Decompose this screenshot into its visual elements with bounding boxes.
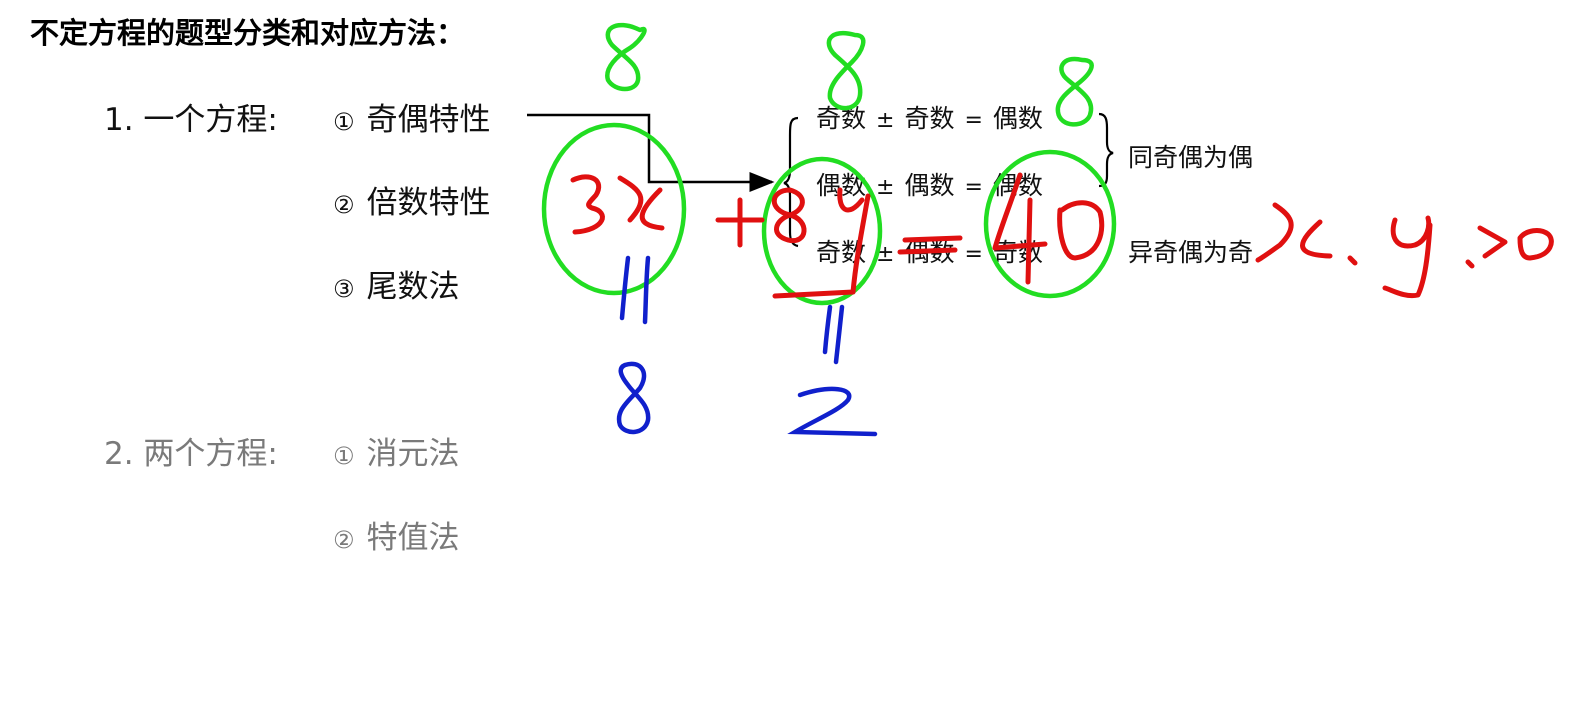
blue-eight [616, 361, 651, 435]
circled-number: ② [333, 191, 355, 219]
green-eight-1 [605, 22, 647, 92]
method-parity: ① 奇偶特性 [333, 94, 491, 139]
red-equation [570, 172, 1554, 299]
method-multiple: ② 倍数特性 [333, 177, 491, 222]
circle-around-3x [541, 122, 687, 296]
operator: ± [876, 175, 895, 200]
section-2-label: 2. 两个方程: [104, 436, 278, 472]
blue-annotations [616, 255, 878, 437]
method-text: 特值法 [366, 520, 460, 556]
method-text: 消元法 [366, 436, 460, 472]
equals: = [964, 108, 983, 133]
result: 奇数 [992, 238, 1043, 267]
conclusion-different-parity: 异奇偶为奇 [1128, 238, 1254, 267]
green-eight-3 [1055, 56, 1094, 127]
circled-number: ② [333, 526, 355, 554]
operand-a: 奇数 [816, 104, 867, 133]
method-special-value: ② 特值法 [333, 512, 460, 557]
method-elimination: ① 消元法 [333, 428, 460, 473]
result: 偶数 [992, 171, 1043, 200]
operand-b: 偶数 [904, 171, 955, 200]
operand-a: 奇数 [816, 238, 867, 267]
page-title: 不定方程的题型分类和对应方法： [30, 16, 466, 50]
method-text: 奇偶特性 [366, 102, 491, 138]
operator: ± [876, 242, 895, 267]
green-eight-2 [826, 31, 866, 111]
conclusion-same-parity: 同奇偶为偶 [1128, 143, 1254, 172]
right-brace [1098, 112, 1114, 188]
result: 偶数 [992, 104, 1043, 133]
section-1-label: 1. 一个方程: [104, 102, 278, 138]
left-brace [783, 116, 799, 248]
connector-arrow [527, 113, 775, 192]
parity-rule-even-even: 偶数 ± 偶数 = 偶数 [816, 166, 1043, 202]
method-text: 尾数法 [366, 269, 460, 305]
blue-equals-2 [822, 304, 845, 365]
blue-equals-1 [619, 255, 651, 325]
equals: = [964, 242, 983, 267]
operand-b: 奇数 [904, 104, 955, 133]
operand-a: 偶数 [816, 171, 867, 200]
method-text: 倍数特性 [366, 185, 491, 221]
operator: ± [876, 108, 895, 133]
operand-b: 偶数 [904, 238, 955, 267]
blue-two [787, 386, 878, 437]
method-last-digit: ③ 尾数法 [333, 261, 460, 306]
parity-rule-odd-odd: 奇数 ± 奇数 = 偶数 [816, 99, 1043, 135]
equals: = [964, 175, 983, 200]
circled-number: ① [333, 108, 355, 136]
circled-number: ③ [333, 275, 355, 303]
parity-rule-odd-even: 奇数 ± 偶数 = 奇数 [816, 233, 1043, 269]
circled-number: ① [333, 442, 355, 470]
